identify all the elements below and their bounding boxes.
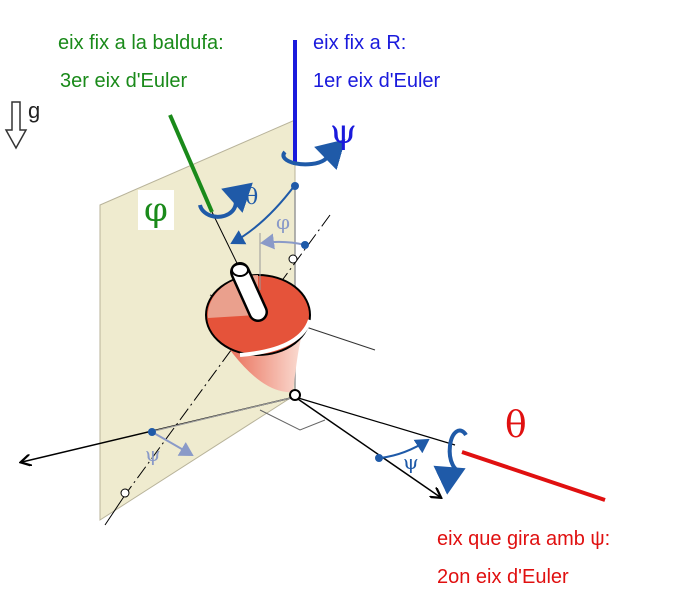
theta-angle-arc [230,184,296,245]
psi-right-symbol: ψ [403,450,419,474]
node-axis-title: eix que gira amb ψ: [437,528,611,550]
psi-left-angle-arc [151,431,194,457]
spinning-top [205,262,376,401]
psi-right-angle-arc [379,438,430,459]
body-axis-title: eix fix a la baldufa: [58,32,224,54]
phi-main-symbol: φ [138,190,174,230]
node-axis-subtitle: 2on eix d'Euler [437,566,569,588]
phi-small-symbol: φ [276,210,291,234]
phi-rotation-arrow-icon [198,182,253,219]
psi-left-symbol: ψ [145,442,161,466]
node-axis-line [461,450,606,502]
theta-small-symbol: θ [245,185,259,210]
fixed-axis-title: eix fix a R: [313,32,407,54]
body-axis-line [168,114,214,213]
body-axis-subtitle: 3er eix d'Euler [60,70,188,92]
psi-main-symbol: ψ [330,112,357,152]
psi-rotation-arrow-icon [281,139,346,171]
gravity-arrow-icon [4,101,28,150]
gravity-label: g [28,98,41,123]
axis-lower-right [294,396,440,497]
theta-rotation-arrow-icon [433,428,468,495]
fixed-axis-subtitle: 1er eix d'Euler [313,70,441,92]
theta-main-symbol: θ [505,405,527,446]
